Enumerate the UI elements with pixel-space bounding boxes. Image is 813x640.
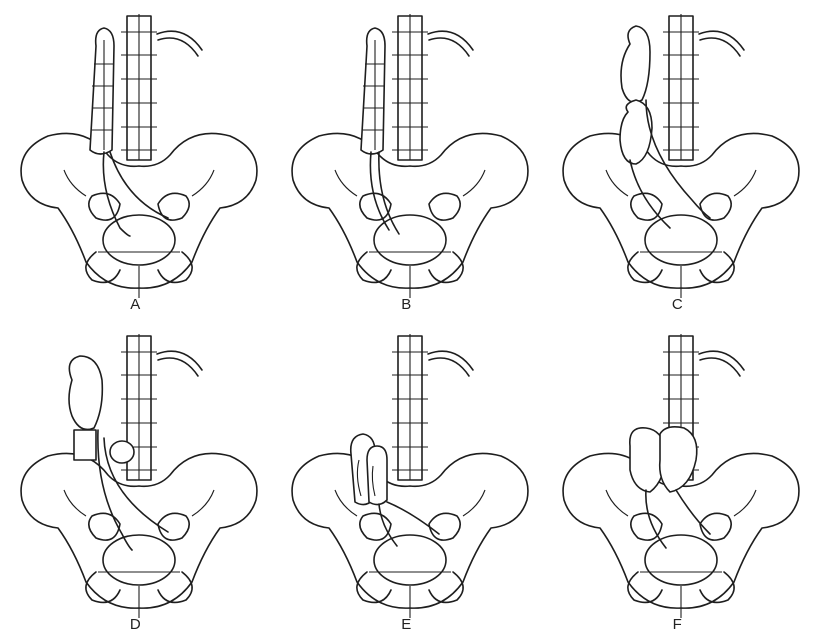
panel-c-label: C [542,296,813,313]
panel-a-label: A [0,296,271,313]
kidney-pair [620,26,652,164]
fused-kidney [630,427,697,492]
panel-f-label: F [542,616,813,633]
panel-b-diagram [271,0,542,300]
panel-b: B [271,0,542,320]
panel-e-diagram [271,320,542,620]
duplex-kidney [361,28,385,154]
panel-d-label: D [0,616,271,633]
duplex-kidney [90,28,114,154]
horseshoe-kidney [351,434,387,505]
panel-e: E [271,320,542,640]
panel-d-diagram [0,320,271,620]
panel-c-diagram [542,0,813,300]
panel-a: A [0,0,271,320]
panel-e-label: E [271,616,542,633]
panel-a-diagram [0,0,271,300]
panel-d: D [0,320,271,640]
panel-f-diagram [542,320,813,620]
panel-b-label: B [271,296,542,313]
panel-f: F [542,320,813,640]
panel-c: C [542,0,813,320]
kidney-separated [69,356,134,463]
